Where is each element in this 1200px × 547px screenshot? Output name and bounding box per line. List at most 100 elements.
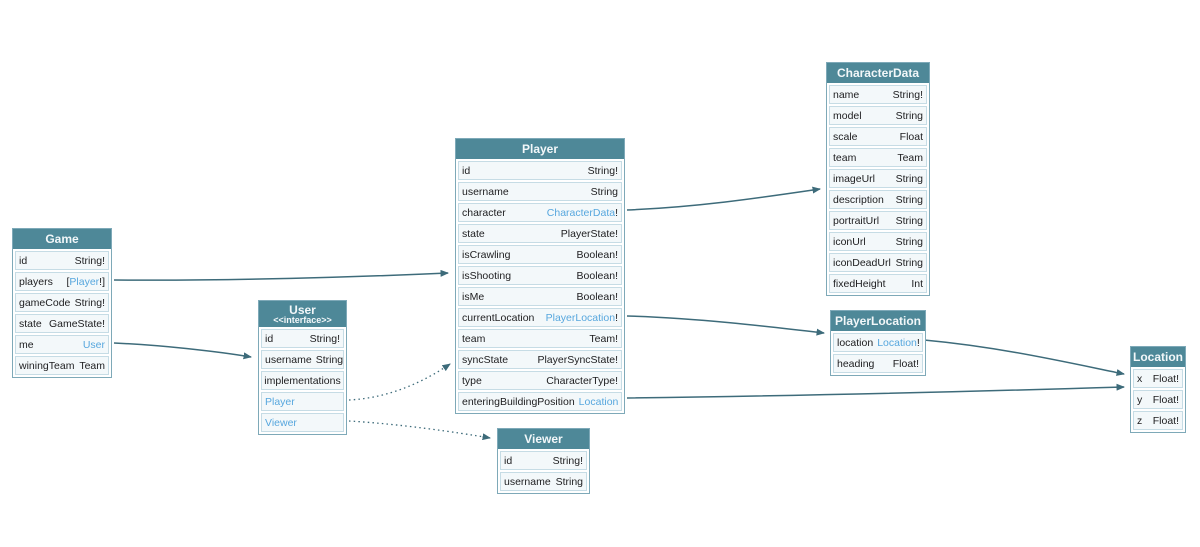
type-link[interactable]: User [82,338,105,351]
type-text: Team [897,151,923,164]
field-type: String! [310,333,340,345]
type-node-header-location[interactable]: Location [1131,347,1185,367]
type-link[interactable]: PlayerLocation [545,311,616,324]
field-type: String! [893,89,923,101]
type-text: CharacterType! [546,374,618,387]
field-type: User [83,339,105,351]
field-row-user-viewer[interactable]: Viewer [261,413,344,432]
field-name: heading [837,357,875,370]
type-text: Team! [589,332,618,345]
type-node-header-game[interactable]: Game [13,229,111,249]
field-row-viewer-id[interactable]: id String! [500,451,587,470]
type-link[interactable]: Viewer [265,416,297,429]
field-row-characterdata-team[interactable]: team Team [829,148,927,167]
field-name: location [837,336,874,349]
field-row-characterdata-fixedheight[interactable]: fixedHeight Int [829,274,927,293]
type-text: ! [615,311,618,324]
field-name: id [504,454,513,467]
field-row-characterdata-name[interactable]: name String! [829,85,927,104]
type-node-header-viewer[interactable]: Viewer [498,429,589,449]
field-name: z [1137,414,1143,427]
field-type: Location! [877,337,920,349]
type-node-header-player[interactable]: Player [456,139,624,159]
field-row-user-implementations[interactable]: implementations [261,371,344,390]
type-text: String [895,235,923,248]
field-name: team [833,151,857,164]
field-row-user-player[interactable]: Player [261,392,344,411]
type-title: Viewer [524,431,563,446]
edge-playerlocation-location-to-location [923,339,1125,376]
field-type: String! [553,455,583,467]
type-text: !] [99,275,105,288]
field-type: [Player!] [66,276,105,288]
type-node-header-user[interactable]: User<<interface>> [259,301,346,327]
field-row-game-players[interactable]: players[Player!] [15,272,109,291]
type-node-header-playerlocation[interactable]: PlayerLocation [831,311,925,331]
field-name: state [19,317,42,330]
type-link[interactable]: Location [877,336,917,349]
edge-player-enteringbuildingposition-to-location [626,383,1125,399]
field-name: name [833,88,860,101]
type-link[interactable]: CharacterData [546,206,616,219]
type-text: String [555,475,583,488]
field-name: winingTeam [19,359,75,372]
type-link[interactable]: Player [69,275,100,288]
field-type: String [896,173,923,185]
type-node-header-characterdata[interactable]: CharacterData [827,63,929,83]
field-type: Float! [893,358,919,370]
field-row-player-enteringbuildingposition[interactable]: enteringBuildingPosition Location [458,392,622,411]
edge-game-players-to-player [113,269,449,281]
field-name: enteringBuildingPosition [462,395,575,408]
type-link[interactable]: Player [265,395,295,408]
field-type: Team [897,152,923,164]
field-type: String [896,110,923,122]
field-name: isMe [462,290,485,303]
field-name: fixedHeight [833,277,886,290]
field-type: Location [579,396,619,408]
field-row-playerlocation-heading[interactable]: heading Float! [833,354,923,373]
field-type: Int [911,278,923,290]
field-type: Float! [1153,394,1179,406]
type-link[interactable]: Location [578,395,619,408]
type-text: Boolean! [576,269,618,282]
